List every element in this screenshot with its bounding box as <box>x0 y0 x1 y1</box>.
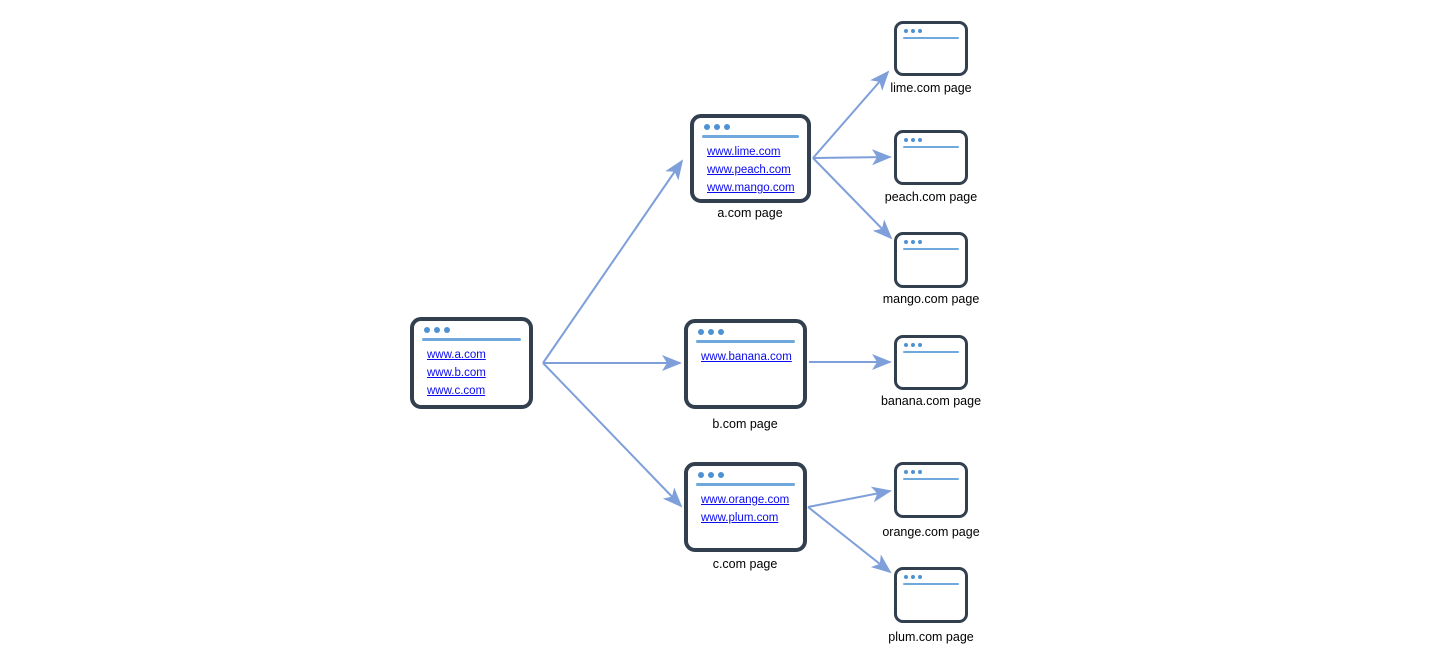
browser-window-peach <box>894 130 968 185</box>
edge-a-mango <box>812 157 893 240</box>
browser-window-lime <box>894 21 968 76</box>
traffic-dots-icon <box>904 343 965 347</box>
edge-root-a <box>542 159 684 364</box>
edge-root-c <box>542 362 683 508</box>
browser-window-orange <box>894 462 968 518</box>
traffic-dots-icon <box>904 575 965 579</box>
traffic-dots-icon <box>704 124 807 130</box>
caption-peach: peach.com page <box>884 190 978 204</box>
link-www-b-com[interactable]: www.b.com <box>427 367 486 379</box>
link-www-lime-com[interactable]: www.lime.com <box>707 146 781 158</box>
link-list: www.a.com www.b.com www.c.com <box>427 346 529 400</box>
traffic-dots-icon <box>424 327 529 333</box>
browser-window-a: www.lime.com www.peach.com www.mango.com <box>690 114 811 203</box>
edge-a-peach <box>812 149 892 166</box>
link-www-orange-com[interactable]: www.orange.com <box>701 494 790 506</box>
link-www-banana-com[interactable]: www.banana.com <box>701 351 792 363</box>
browser-window-c: www.orange.com www.plum.com <box>684 462 807 552</box>
link-www-peach-com[interactable]: www.peach.com <box>707 164 791 176</box>
address-bar-line <box>903 146 959 148</box>
edge-c-orange <box>807 486 892 508</box>
browser-window-plum <box>894 567 968 623</box>
address-bar-line <box>903 478 959 480</box>
address-bar-line <box>903 248 959 250</box>
link-www-mango-com[interactable]: www.mango.com <box>707 182 795 194</box>
traffic-dots-icon <box>904 138 965 142</box>
caption-lime: lime.com page <box>890 81 972 95</box>
address-bar-line <box>696 340 795 343</box>
caption-orange: orange.com page <box>882 525 980 539</box>
address-bar-line <box>696 483 795 486</box>
address-bar-line <box>702 135 799 138</box>
caption-c: c.com page <box>712 557 778 571</box>
caption-a: a.com page <box>717 206 783 220</box>
browser-window-mango <box>894 232 968 288</box>
caption-b: b.com page <box>712 417 778 431</box>
edge-c-plum <box>807 506 892 574</box>
link-www-a-com[interactable]: www.a.com <box>427 349 486 361</box>
browser-window-root: www.a.com www.b.com www.c.com <box>410 317 533 409</box>
address-bar-line <box>903 351 959 353</box>
browser-window-b: www.banana.com <box>684 319 807 409</box>
link-www-c-com[interactable]: www.c.com <box>427 385 486 397</box>
traffic-dots-icon <box>698 329 803 335</box>
link-www-plum-com[interactable]: www.plum.com <box>701 512 779 524</box>
link-list: www.lime.com www.peach.com www.mango.com <box>707 143 807 197</box>
caption-mango: mango.com page <box>882 292 980 306</box>
address-bar-line <box>903 583 959 585</box>
link-list: www.banana.com <box>701 348 803 366</box>
edge-a-lime <box>812 70 890 159</box>
address-bar-line <box>422 338 521 341</box>
traffic-dots-icon <box>904 240 965 244</box>
caption-banana: banana.com page <box>880 394 982 408</box>
traffic-dots-icon <box>904 29 965 33</box>
caption-plum: plum.com page <box>888 630 974 644</box>
link-list: www.orange.com www.plum.com <box>701 491 803 527</box>
traffic-dots-icon <box>904 470 965 474</box>
browser-window-banana <box>894 335 968 390</box>
address-bar-line <box>903 37 959 39</box>
traffic-dots-icon <box>698 472 803 478</box>
